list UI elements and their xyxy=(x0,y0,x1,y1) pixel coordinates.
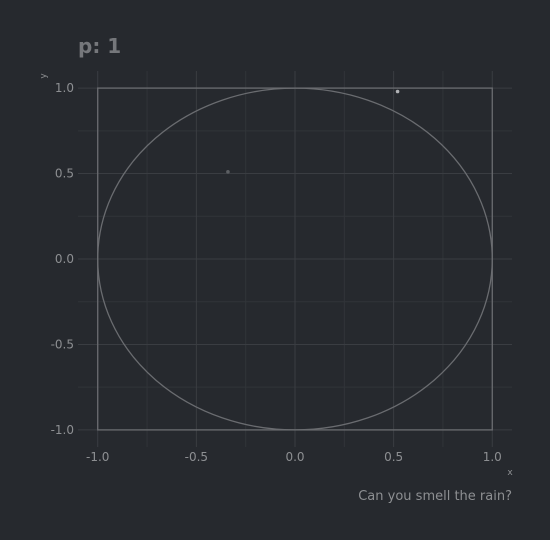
y-tick-label: -0.5 xyxy=(51,337,74,351)
x-tick-label: 0.5 xyxy=(384,450,403,464)
y-tick-label: 1.0 xyxy=(55,81,74,95)
y-tick-label: -1.0 xyxy=(51,423,74,437)
x-tick-label: -1.0 xyxy=(86,450,109,464)
y-axis-label: y xyxy=(39,73,49,79)
x-axis-label: x xyxy=(507,468,513,478)
y-tick-label: 0.5 xyxy=(55,167,74,181)
x-tick-labels: -1.0 -0.5 0.0 0.5 1.0 xyxy=(86,450,502,464)
chart-title: p: 1 xyxy=(78,34,121,58)
shapes xyxy=(97,87,493,431)
data-point xyxy=(395,89,400,94)
circle-shape xyxy=(97,87,493,431)
x-tick-label: -0.5 xyxy=(185,450,208,464)
x-tick-label: 1.0 xyxy=(483,450,502,464)
chart-caption: Can you smell the rain? xyxy=(358,489,512,504)
x-tick-label: 0.0 xyxy=(285,450,304,464)
y-tick-labels: -1.0 -0.5 0.0 0.5 1.0 xyxy=(51,81,74,437)
points xyxy=(226,89,400,174)
data-point xyxy=(226,170,230,174)
y-tick-label: 0.0 xyxy=(55,252,74,266)
